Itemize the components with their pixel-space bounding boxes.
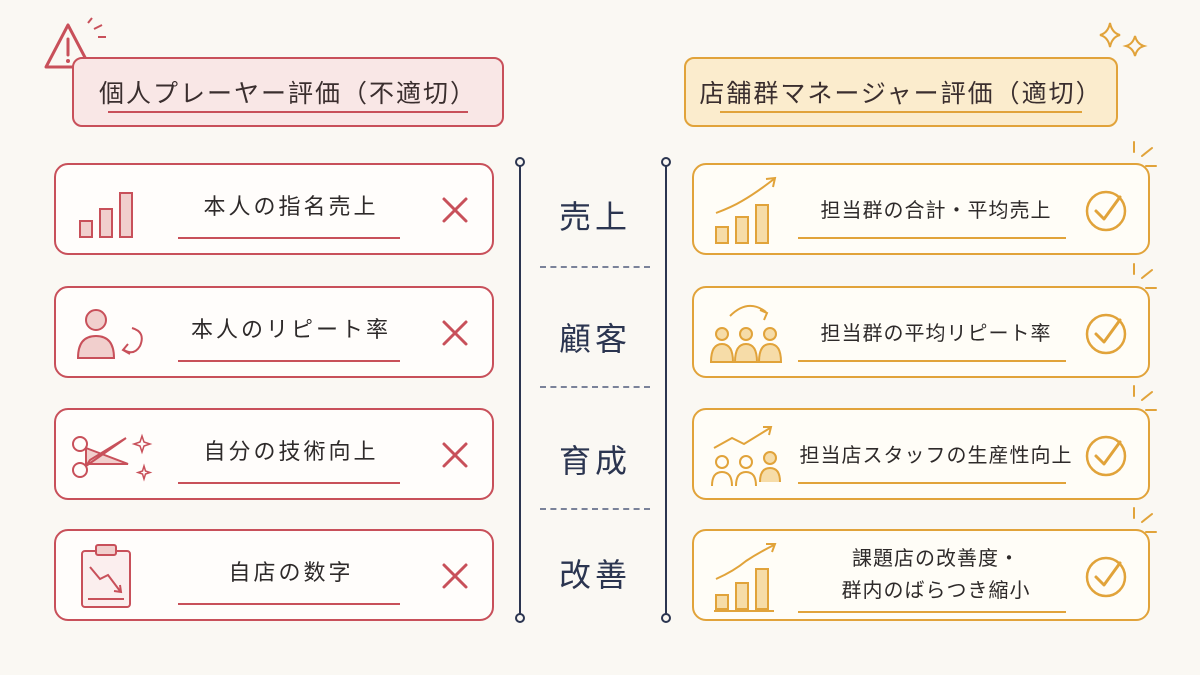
right-header-underline [720,111,1082,113]
left-card-underline [178,360,400,362]
left-card-repeat: 本人のリピート率 [54,286,494,378]
left-card-label: 自分の技術向上 [203,440,379,465]
right-card-development: 担当店スタッフの生産性向上 [692,408,1150,500]
left-card-skill: 自分の技術向上 [54,408,494,500]
center-label-improvement: 改善 [558,556,631,594]
team-growth-icon [711,426,781,487]
check-icon [1085,556,1127,598]
left-card-store: 自店の数字 [54,529,494,621]
right-header: 店舗群マネージャー評価（適切） [684,57,1118,127]
right-card-sales: 担当群の合計・平均売上 [692,163,1150,255]
improving-bar-chart-icon [714,543,777,612]
left-card-underline [178,237,400,239]
left-card-sales: 本人の指名売上 [54,163,494,255]
center-axis-right [661,157,671,623]
rising-bar-chart-icon [715,176,777,244]
left-card-underline [178,482,400,484]
center-divider [540,508,650,510]
check-icon [1085,190,1127,232]
x-mark-icon [442,197,468,223]
right-card-improvement: 課題店の改善度・ 群内のばらつき縮小 [692,529,1150,621]
check-icon [1085,313,1127,355]
right-card-repeat: 担当群の平均リピート率 [692,286,1150,378]
right-card-label-line1: 課題店の改善度・ [852,546,1020,570]
left-card-label: 本人の指名売上 [203,195,379,220]
emphasis-marks [1133,141,1157,533]
person-repeat-icon [76,309,143,359]
center-axis-left [515,157,525,623]
center-divider [540,266,650,268]
left-card-label: 自店の数字 [228,561,354,586]
x-mark-icon [442,442,468,468]
left-card-label: 本人のリピート率 [190,318,391,343]
right-card-label-line2: 群内のばらつき縮小 [841,578,1031,602]
group-cycle-icon [709,305,783,363]
clipboard-chart-icon [81,544,131,608]
scissors-icon [72,433,153,482]
center-label-customer: 顧客 [558,320,631,358]
right-card-label: 担当群の合計・平均売上 [820,198,1052,222]
left-header-underline [108,111,468,113]
check-icon [1085,435,1127,477]
center-label-sales: 売上 [558,198,631,236]
warning-icon [44,17,106,69]
bar-chart-icon [79,192,133,238]
left-header: 個人プレーヤー評価（不適切） [72,57,504,127]
right-card-underline [798,360,1066,362]
center-label-development: 育成 [558,442,631,480]
x-mark-icon [442,320,468,346]
right-card-underline [798,482,1066,484]
sparkle-icon [1099,22,1148,57]
right-card-label: 担当店スタッフの生産性向上 [799,443,1073,467]
right-card-underline [798,611,1066,613]
right-card-underline [798,237,1066,239]
right-header-title: 店舗群マネージャー評価（適切） [699,79,1103,108]
left-header-title: 個人プレーヤー評価（不適切） [98,79,477,108]
center-divider [540,386,650,388]
right-card-label: 担当群の平均リピート率 [820,321,1052,345]
left-card-underline [178,603,400,605]
x-mark-icon [442,563,468,589]
